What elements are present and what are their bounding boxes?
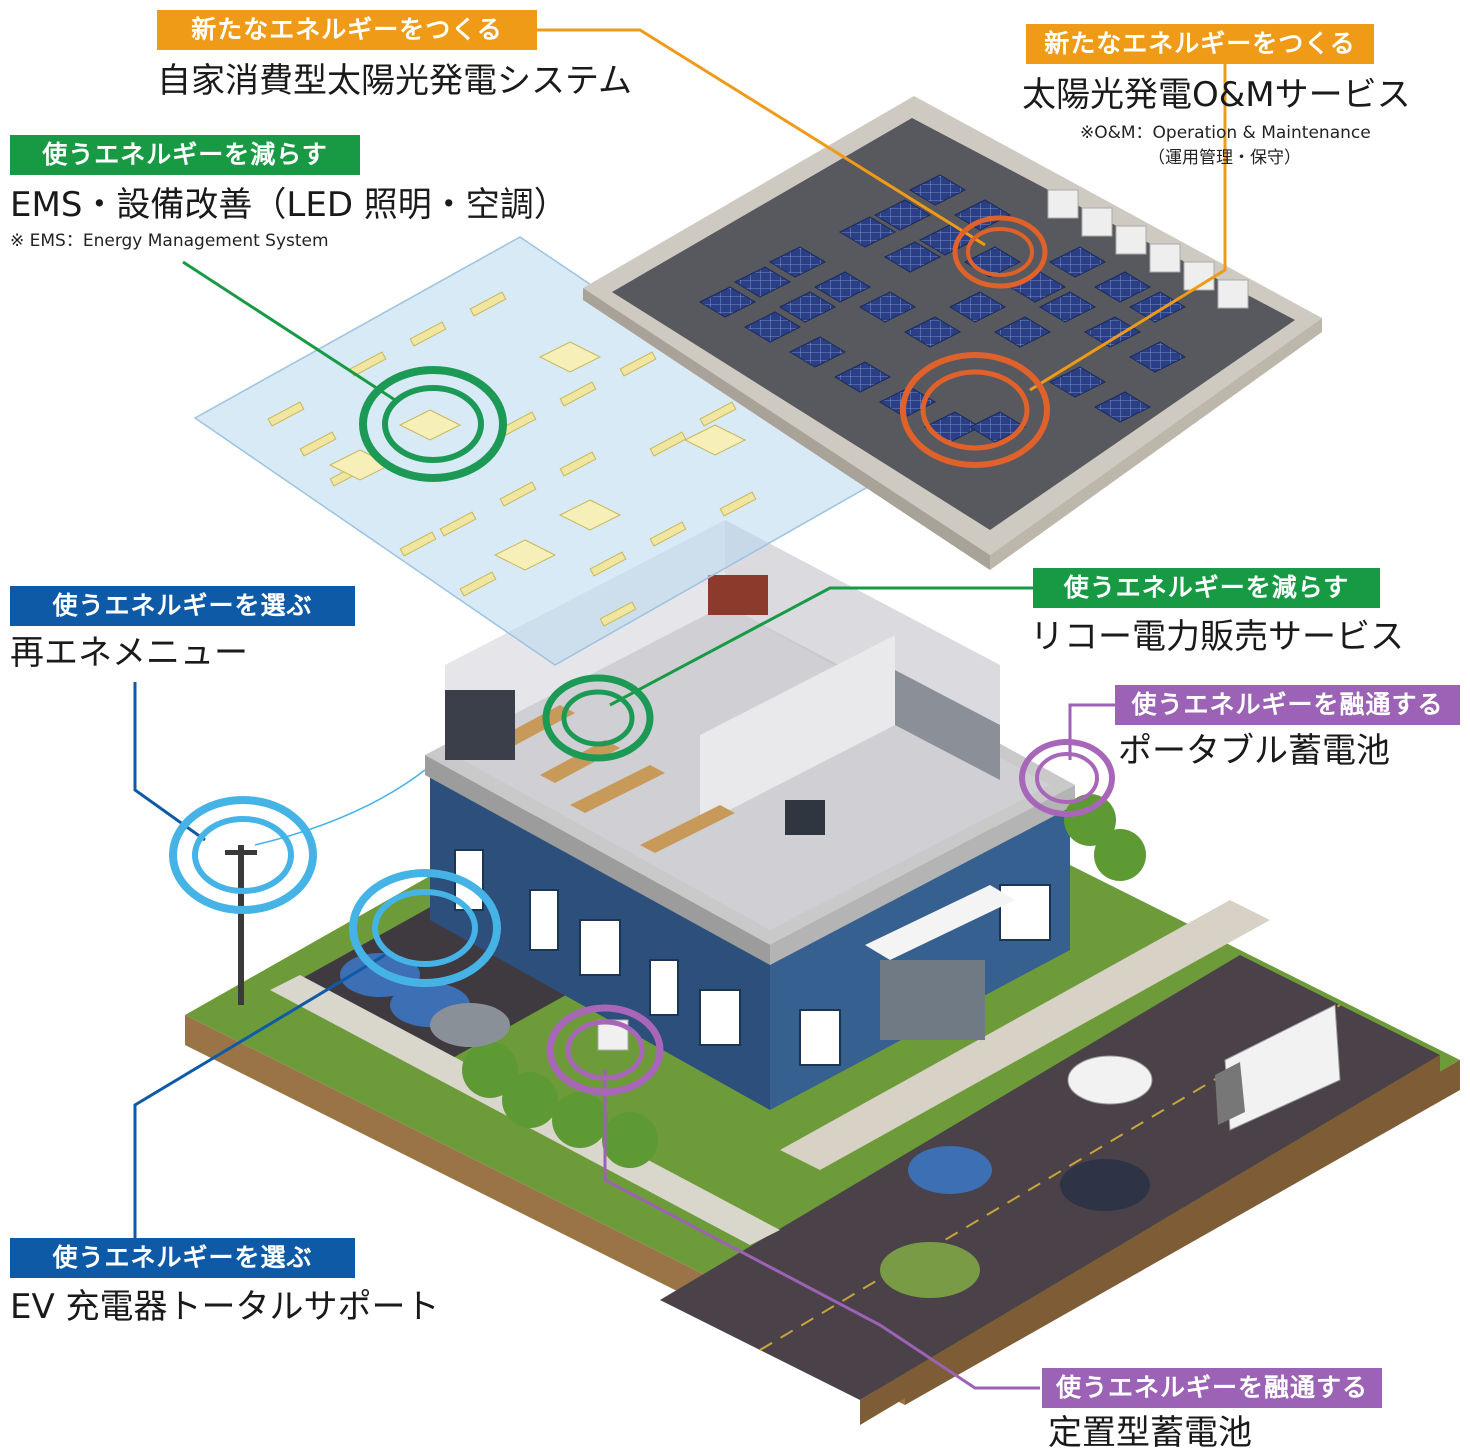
ev-charger-title: EV 充電器トータルサポート bbox=[10, 1287, 440, 1327]
stationary-battery-title: 定置型蓄電池 bbox=[1048, 1413, 1252, 1453]
power-sales-tag: 使うエネルギーを減らす bbox=[1033, 568, 1380, 608]
portable-battery-tag: 使うエネルギーを融通する bbox=[1115, 685, 1460, 725]
stationary-battery-tag: 使うエネルギーを融通する bbox=[1042, 1368, 1382, 1408]
solar-roof bbox=[583, 96, 1322, 570]
solar-om-note: ※O&M：Operation & Maintenance bbox=[1080, 123, 1371, 143]
ems-tag: 使うエネルギーを減らす bbox=[10, 135, 360, 175]
solar-self-tag: 新たなエネルギーをつくる bbox=[157, 10, 537, 50]
ev-charger-tag: 使うエネルギーを選ぶ bbox=[10, 1238, 355, 1278]
solar-self-title: 自家消費型太陽光発電システム bbox=[157, 61, 632, 101]
highlight-rings bbox=[169, 215, 1115, 1096]
power-sales-title: リコー電力販売サービス bbox=[1030, 617, 1404, 657]
portable-battery-title: ポータブル蓄電池 bbox=[1118, 731, 1390, 771]
ems-title: EMS・設備改善（LED 照明・空調） bbox=[10, 185, 568, 225]
ems-note: ※ EMS：Energy Management System bbox=[10, 231, 329, 251]
office-building bbox=[425, 520, 1075, 1110]
led-ceiling-layer bbox=[193, 236, 882, 666]
renewable-menu-tag: 使うエネルギーを選ぶ bbox=[10, 586, 355, 626]
solar-om-note-sub: （運用管理・保守） bbox=[1148, 148, 1301, 168]
leader-lines bbox=[133, 28, 1227, 1390]
solar-om-title: 太陽光発電O&Mサービス bbox=[1022, 75, 1411, 115]
solar-om-tag: 新たなエネルギーをつくる bbox=[1026, 24, 1374, 64]
renewable-menu-title: 再エネメニュー bbox=[10, 633, 248, 673]
